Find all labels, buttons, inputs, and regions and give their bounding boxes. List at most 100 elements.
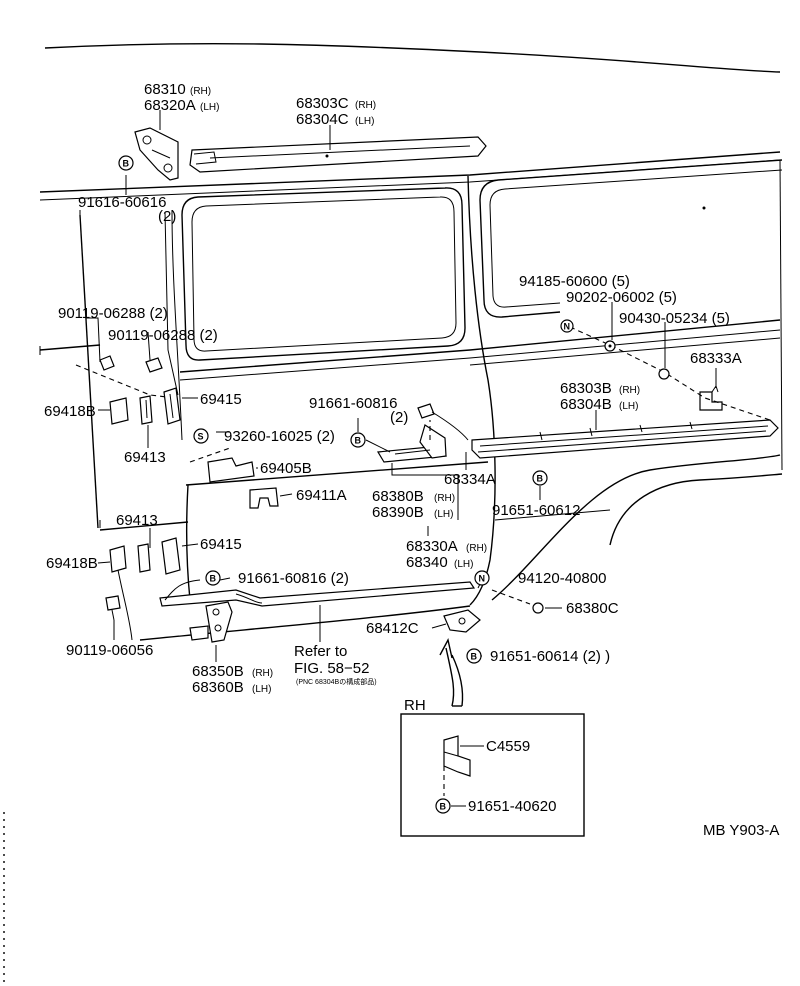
inset-symbol-b: B bbox=[435, 798, 451, 814]
hinge-68380b bbox=[376, 420, 448, 463]
front-side-window bbox=[181, 187, 466, 361]
label-91661-bot: 91661-60816 (2) bbox=[238, 570, 349, 587]
label-68303c: 68303C bbox=[296, 95, 349, 112]
clip-69415-top bbox=[163, 387, 181, 425]
svg-text:(RH): (RH) bbox=[619, 385, 640, 396]
svg-text:(RH): (RH) bbox=[355, 100, 376, 111]
label-68310: 68310 bbox=[144, 81, 186, 98]
label-91651-40620: 91651-40620 bbox=[468, 798, 556, 815]
svg-text:(RH): (RH) bbox=[434, 493, 455, 504]
figure-code: MB Y903-A bbox=[703, 822, 779, 839]
svg-text:B: B bbox=[440, 802, 447, 812]
label-68304b: 68304B bbox=[560, 396, 612, 413]
bracket-68412c bbox=[443, 609, 481, 633]
stopper-68380c bbox=[491, 589, 544, 614]
svg-text:B: B bbox=[471, 652, 478, 662]
label-90202: 90202-06002 (5) bbox=[566, 289, 677, 306]
label-91616: 91616-60616 bbox=[78, 194, 166, 211]
symbol-n-94185: N bbox=[564, 322, 571, 332]
part-labels: 68310 (RH) 68320A (LH) 68303C (RH) 68304… bbox=[44, 81, 742, 696]
upper-rail-68303c bbox=[189, 136, 487, 173]
svg-text:(RH): (RH) bbox=[252, 668, 273, 679]
svg-text:(LH): (LH) bbox=[355, 116, 374, 127]
symbol-b-91661-top: B bbox=[350, 432, 366, 448]
bracket-68333a bbox=[699, 384, 723, 411]
label-90430: 90430-05234 (5) bbox=[619, 310, 730, 327]
lower-rail-68330a bbox=[159, 581, 476, 607]
svg-text:N: N bbox=[479, 574, 486, 584]
label-68380b: 68380B bbox=[372, 488, 424, 505]
label-68303b: 68303B bbox=[560, 380, 612, 397]
hinge-68350b bbox=[189, 601, 233, 643]
inset-bracket-c4559 bbox=[443, 735, 471, 777]
lower-rail-68303b bbox=[471, 419, 779, 459]
bolt-90119-a bbox=[99, 355, 115, 371]
clip-69418b-bot bbox=[109, 545, 127, 573]
label-68304c: 68304C bbox=[296, 111, 349, 128]
cap-68334a bbox=[417, 403, 469, 441]
label-91651-60612: 91651-60612 bbox=[492, 502, 580, 519]
svg-text:(RH): (RH) bbox=[190, 86, 211, 97]
roof-bracket-68310 bbox=[134, 127, 179, 181]
nut-94185 bbox=[560, 319, 574, 333]
label-90119-a: 90119-06288 (2) bbox=[58, 305, 168, 322]
label-69415-top: 69415 bbox=[200, 391, 242, 408]
label-c4559: C4559 bbox=[486, 738, 530, 755]
label-69413-bot: 69413 bbox=[116, 512, 158, 529]
svg-text:B: B bbox=[123, 159, 130, 169]
bracket-69405b bbox=[189, 447, 255, 483]
svg-text:B: B bbox=[537, 474, 544, 484]
label-69418b-top: 69418B bbox=[44, 403, 96, 420]
svg-text:S: S bbox=[198, 432, 204, 442]
label-refer-note: (PNC 68304Bの構成部品) bbox=[296, 677, 377, 686]
label-68340: 68340 bbox=[406, 554, 448, 571]
label-90119-06056: 90119-06056 bbox=[66, 642, 153, 659]
svg-text:B: B bbox=[355, 436, 362, 446]
label-68360b: 68360B bbox=[192, 679, 244, 696]
label-91661-top: 91661-60816 bbox=[309, 395, 397, 412]
clip-69418b-top bbox=[109, 397, 129, 425]
symbol-b-91661-bot: B bbox=[205, 570, 221, 586]
bolt-90119-b bbox=[145, 357, 163, 373]
clip-69413-bot bbox=[137, 543, 151, 573]
label-68333a: 68333A bbox=[690, 350, 742, 367]
svg-text:B: B bbox=[210, 574, 217, 584]
rh-inset: RH C4559 B 91651-40620 bbox=[400, 697, 585, 837]
svg-text:(LH): (LH) bbox=[200, 102, 219, 113]
label-68412c: 68412C bbox=[366, 620, 419, 637]
svg-text:N: N bbox=[564, 322, 571, 332]
clip-90430 bbox=[658, 368, 670, 380]
leader-lines bbox=[39, 110, 717, 662]
clip-69413-top bbox=[139, 395, 153, 425]
label-68334a: 68334A bbox=[444, 471, 496, 488]
svg-text:(LH): (LH) bbox=[454, 559, 473, 570]
label-68320a: 68320A bbox=[144, 97, 196, 114]
label-69415-bot: 69415 bbox=[200, 536, 242, 553]
label-93260: 93260-16025 (2) bbox=[224, 428, 335, 445]
label-69413-top: 69413 bbox=[124, 449, 166, 466]
vehicle-body-outline bbox=[39, 42, 783, 641]
label-68390b: 68390B bbox=[372, 504, 424, 521]
bolt-90119-06056 bbox=[105, 595, 121, 621]
svg-text:(RH): (RH) bbox=[466, 543, 487, 554]
label-refer-to: Refer to bbox=[294, 643, 347, 660]
symbol-b-91651-612: B bbox=[532, 470, 548, 486]
svg-text:(2): (2) bbox=[390, 409, 408, 426]
pointer-arrow bbox=[439, 638, 464, 707]
clip-69415-bot bbox=[161, 537, 181, 575]
clip-69411a bbox=[249, 487, 279, 509]
label-68380c: 68380C bbox=[566, 600, 619, 617]
symbol-b-91651-614: B bbox=[466, 648, 482, 664]
label-90119-b: 90119-06288 (2) bbox=[108, 327, 218, 344]
label-68330a: 68330A bbox=[406, 538, 458, 555]
svg-text:(LH): (LH) bbox=[252, 684, 271, 695]
label-94120: 94120-40800 bbox=[518, 570, 606, 587]
svg-text:(LH): (LH) bbox=[434, 509, 453, 520]
label-69411a: 69411A bbox=[296, 487, 347, 504]
svg-text:(2): (2) bbox=[158, 208, 176, 225]
rear-side-window bbox=[479, 159, 783, 318]
inset-title: RH bbox=[404, 697, 426, 714]
symbol-n-94120: N bbox=[474, 570, 490, 586]
label-69418b-bot: 69418B bbox=[46, 555, 98, 572]
svg-text:(LH): (LH) bbox=[619, 401, 638, 412]
